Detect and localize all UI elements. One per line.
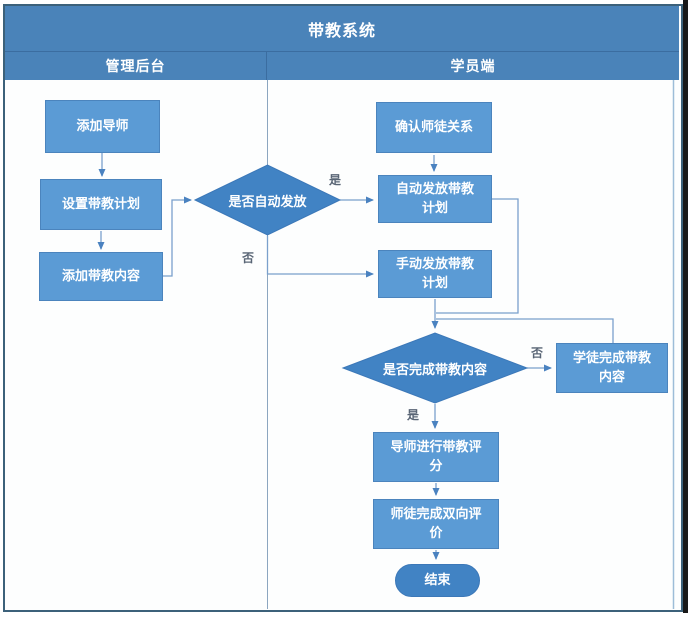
edge-apprentice-feedback (436, 318, 614, 343)
edge-auto-issue-to-join (436, 198, 519, 314)
edge-add-content-to-auto-check (163, 196, 192, 277)
lane-header-student: 学员端 (267, 51, 679, 80)
node-auto-issue: 自动发放带教计划 (378, 175, 492, 223)
edge-auto-check-no (266, 236, 374, 278)
node-add-mentor: 添加导师 (45, 100, 160, 153)
edge-label-no-complete: 否 (531, 346, 544, 360)
edge-label-yes-complete: 是 (407, 408, 420, 422)
edge-label-no-auto: 否 (242, 251, 255, 265)
chart-title: 带教系统 (5, 6, 679, 51)
node-mentor-score: 导师进行带教评分 (373, 432, 499, 482)
edge-label-yes-auto: 是 (329, 173, 342, 187)
lane-header-row: 管理后台 学员端 (5, 51, 679, 80)
page-edge-shadow (683, 0, 688, 613)
node-confirm-relation: 确认师徒关系 (376, 102, 492, 153)
node-end: 结束 (395, 564, 480, 597)
decision-auto-check-shape (193, 164, 342, 236)
decision-complete-check-shape (341, 332, 529, 404)
node-apprentice-complete: 学徒完成带教内容 (556, 343, 668, 393)
node-mutual-eval: 师徒完成双向评价 (373, 499, 499, 549)
lane-header-admin: 管理后台 (5, 51, 267, 80)
node-add-content: 添加带教内容 (39, 252, 163, 301)
node-set-plan: 设置带教计划 (40, 179, 162, 230)
node-manual-issue: 手动发放带教计划 (378, 250, 492, 298)
